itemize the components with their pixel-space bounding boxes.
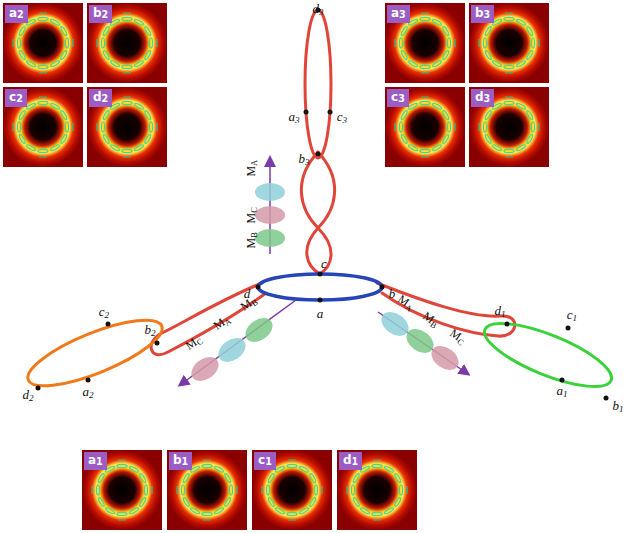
- panel-tag: d1: [339, 452, 362, 470]
- panel-tag: b2: [89, 5, 112, 23]
- point-label: a2: [82, 385, 93, 400]
- point-label: c: [321, 257, 327, 270]
- panel-tag: d3: [471, 89, 494, 107]
- molecule-label: MC: [245, 207, 260, 223]
- point-label: c1: [567, 308, 577, 323]
- point-label: c2: [99, 305, 109, 320]
- panel-tag: c3: [387, 89, 409, 107]
- point-label: d2: [22, 388, 33, 403]
- molecule-label: MB: [419, 309, 441, 330]
- point-label: a1: [556, 384, 567, 399]
- panel-label: a2: [9, 6, 24, 20]
- panel-tag: c1: [254, 452, 276, 470]
- panel-label: b2: [93, 6, 108, 20]
- panel-label: b1: [173, 453, 188, 467]
- panel-tag: a2: [5, 5, 28, 23]
- panel-tag: b3: [471, 5, 494, 23]
- point-label: b3: [298, 152, 309, 167]
- molecule-label: MA: [245, 160, 260, 177]
- panel-label: c1: [258, 453, 272, 467]
- panel-label: a1: [88, 453, 103, 467]
- molecule-label: MB: [245, 232, 260, 248]
- point-label: d1: [494, 304, 505, 319]
- panel-tag: a3: [387, 5, 410, 23]
- panel-label: b3: [475, 6, 490, 20]
- panel-label: d1: [343, 453, 358, 467]
- panel-label: a3: [391, 6, 406, 20]
- point-label: b2: [144, 323, 155, 338]
- panel-label: c2: [9, 90, 23, 104]
- point-label: d3: [312, 2, 323, 17]
- panel-tag: d2: [89, 89, 112, 107]
- panel-tag: a1: [84, 452, 107, 470]
- point-label: c3: [337, 110, 347, 125]
- panel-tag: b1: [169, 452, 192, 470]
- point-label: a3: [288, 110, 299, 125]
- panel-label: c3: [391, 90, 405, 104]
- point-label: a: [317, 307, 324, 320]
- panel-label: d3: [475, 90, 490, 104]
- molecule-label: MA: [211, 312, 233, 333]
- point-label: b: [389, 287, 396, 300]
- panel-tag: c2: [5, 89, 27, 107]
- point-label: b1: [612, 399, 623, 414]
- panel-label: d2: [93, 90, 108, 104]
